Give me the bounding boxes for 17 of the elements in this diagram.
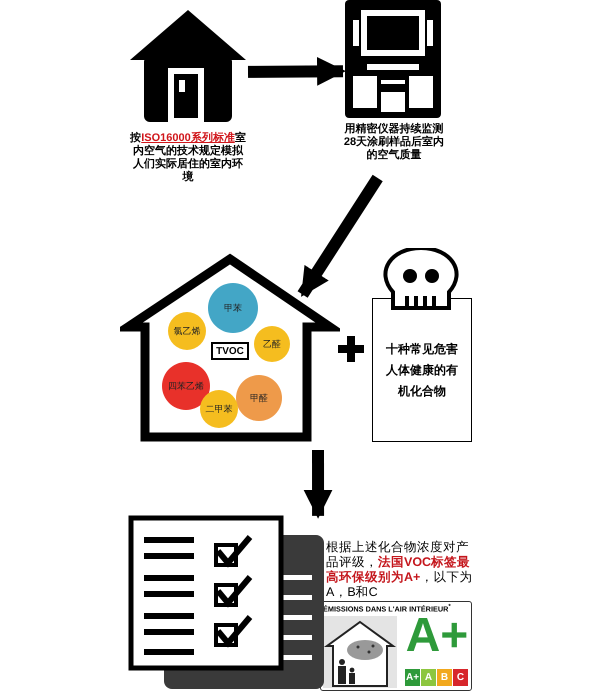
rating-grade: C	[453, 669, 468, 686]
compound-circle: 二甲苯	[200, 390, 238, 428]
arrow	[304, 450, 332, 519]
rating-grade: A+	[405, 669, 420, 686]
compound-circle: 四苯乙烯	[162, 362, 210, 410]
rating-grade: A	[421, 669, 436, 686]
compound-circle: 乙醛	[254, 326, 290, 362]
description-text: 根据上述化合物浓度对产品评级，法国VOC标签最高环保级别为A+，以下为A，B和C	[326, 540, 474, 600]
compound-circle: 甲醛	[236, 375, 282, 421]
caption-text: 按ISO16000系列标准室内空气的技术规定模拟人们实际居住的室内环境	[128, 132, 247, 184]
arrow	[248, 57, 346, 86]
arrow	[298, 174, 383, 298]
compound-circle: 氯乙烯	[168, 312, 206, 350]
caption-text: 用精密仪器持续监测28天涂刷样品后室内的空气质量	[343, 123, 445, 162]
rating-grade: B	[437, 669, 452, 686]
label-box: TVOC	[211, 342, 249, 360]
compound-circle: 甲苯	[208, 283, 258, 333]
